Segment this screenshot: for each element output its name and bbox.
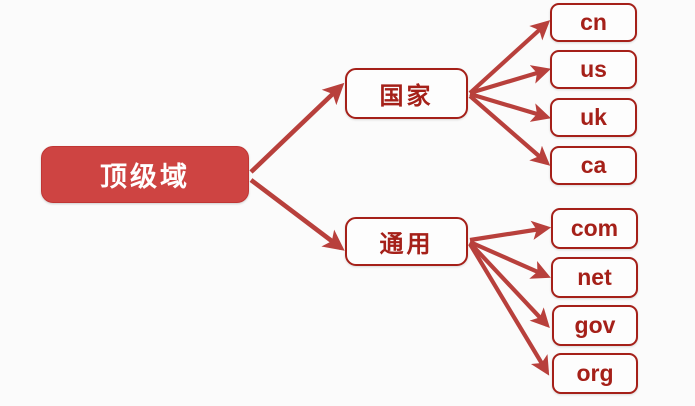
edge-country-to-ca <box>468 94 551 166</box>
node-leaf-gov-label: gov <box>574 312 616 338</box>
node-leaf-us[interactable]: us <box>550 50 637 89</box>
node-leaf-ca[interactable]: ca <box>550 146 637 185</box>
edge-country-to-uk <box>469 91 552 122</box>
edge-generic-to-gov <box>468 241 550 329</box>
node-leaf-cn[interactable]: cn <box>550 3 637 42</box>
node-branch-generic[interactable]: 通用 <box>345 217 468 266</box>
node-leaf-org[interactable]: org <box>552 353 638 394</box>
node-leaf-us-label: us <box>580 56 607 82</box>
node-branch-country-label: 国家 <box>379 83 434 110</box>
node-leaf-net-label: net <box>577 264 612 290</box>
edge-country-to-us <box>469 65 552 96</box>
edge-root-to-country <box>249 82 345 174</box>
node-leaf-uk[interactable]: uk <box>550 98 637 137</box>
edge-country-to-cn <box>468 20 551 95</box>
node-leaf-uk-label: uk <box>580 104 607 130</box>
node-root-label: 顶级域 <box>100 162 190 192</box>
node-leaf-com[interactable]: com <box>551 208 638 249</box>
node-branch-generic-label: 通用 <box>379 231 434 258</box>
edge-root-to-generic <box>249 178 345 251</box>
edge-generic-to-org <box>468 242 550 376</box>
node-root-top-level-domain[interactable]: 顶级域 <box>41 146 249 203</box>
node-leaf-gov[interactable]: gov <box>552 305 638 346</box>
node-leaf-ca-label: ca <box>580 152 607 178</box>
node-branch-country[interactable]: 国家 <box>345 68 468 119</box>
edge-generic-to-com <box>469 220 552 243</box>
node-leaf-net[interactable]: net <box>551 257 638 298</box>
node-leaf-org-label: org <box>576 360 614 386</box>
node-leaf-com-label: com <box>570 215 619 241</box>
node-leaf-cn-label: cn <box>580 9 607 35</box>
edge-generic-to-net <box>469 240 551 279</box>
